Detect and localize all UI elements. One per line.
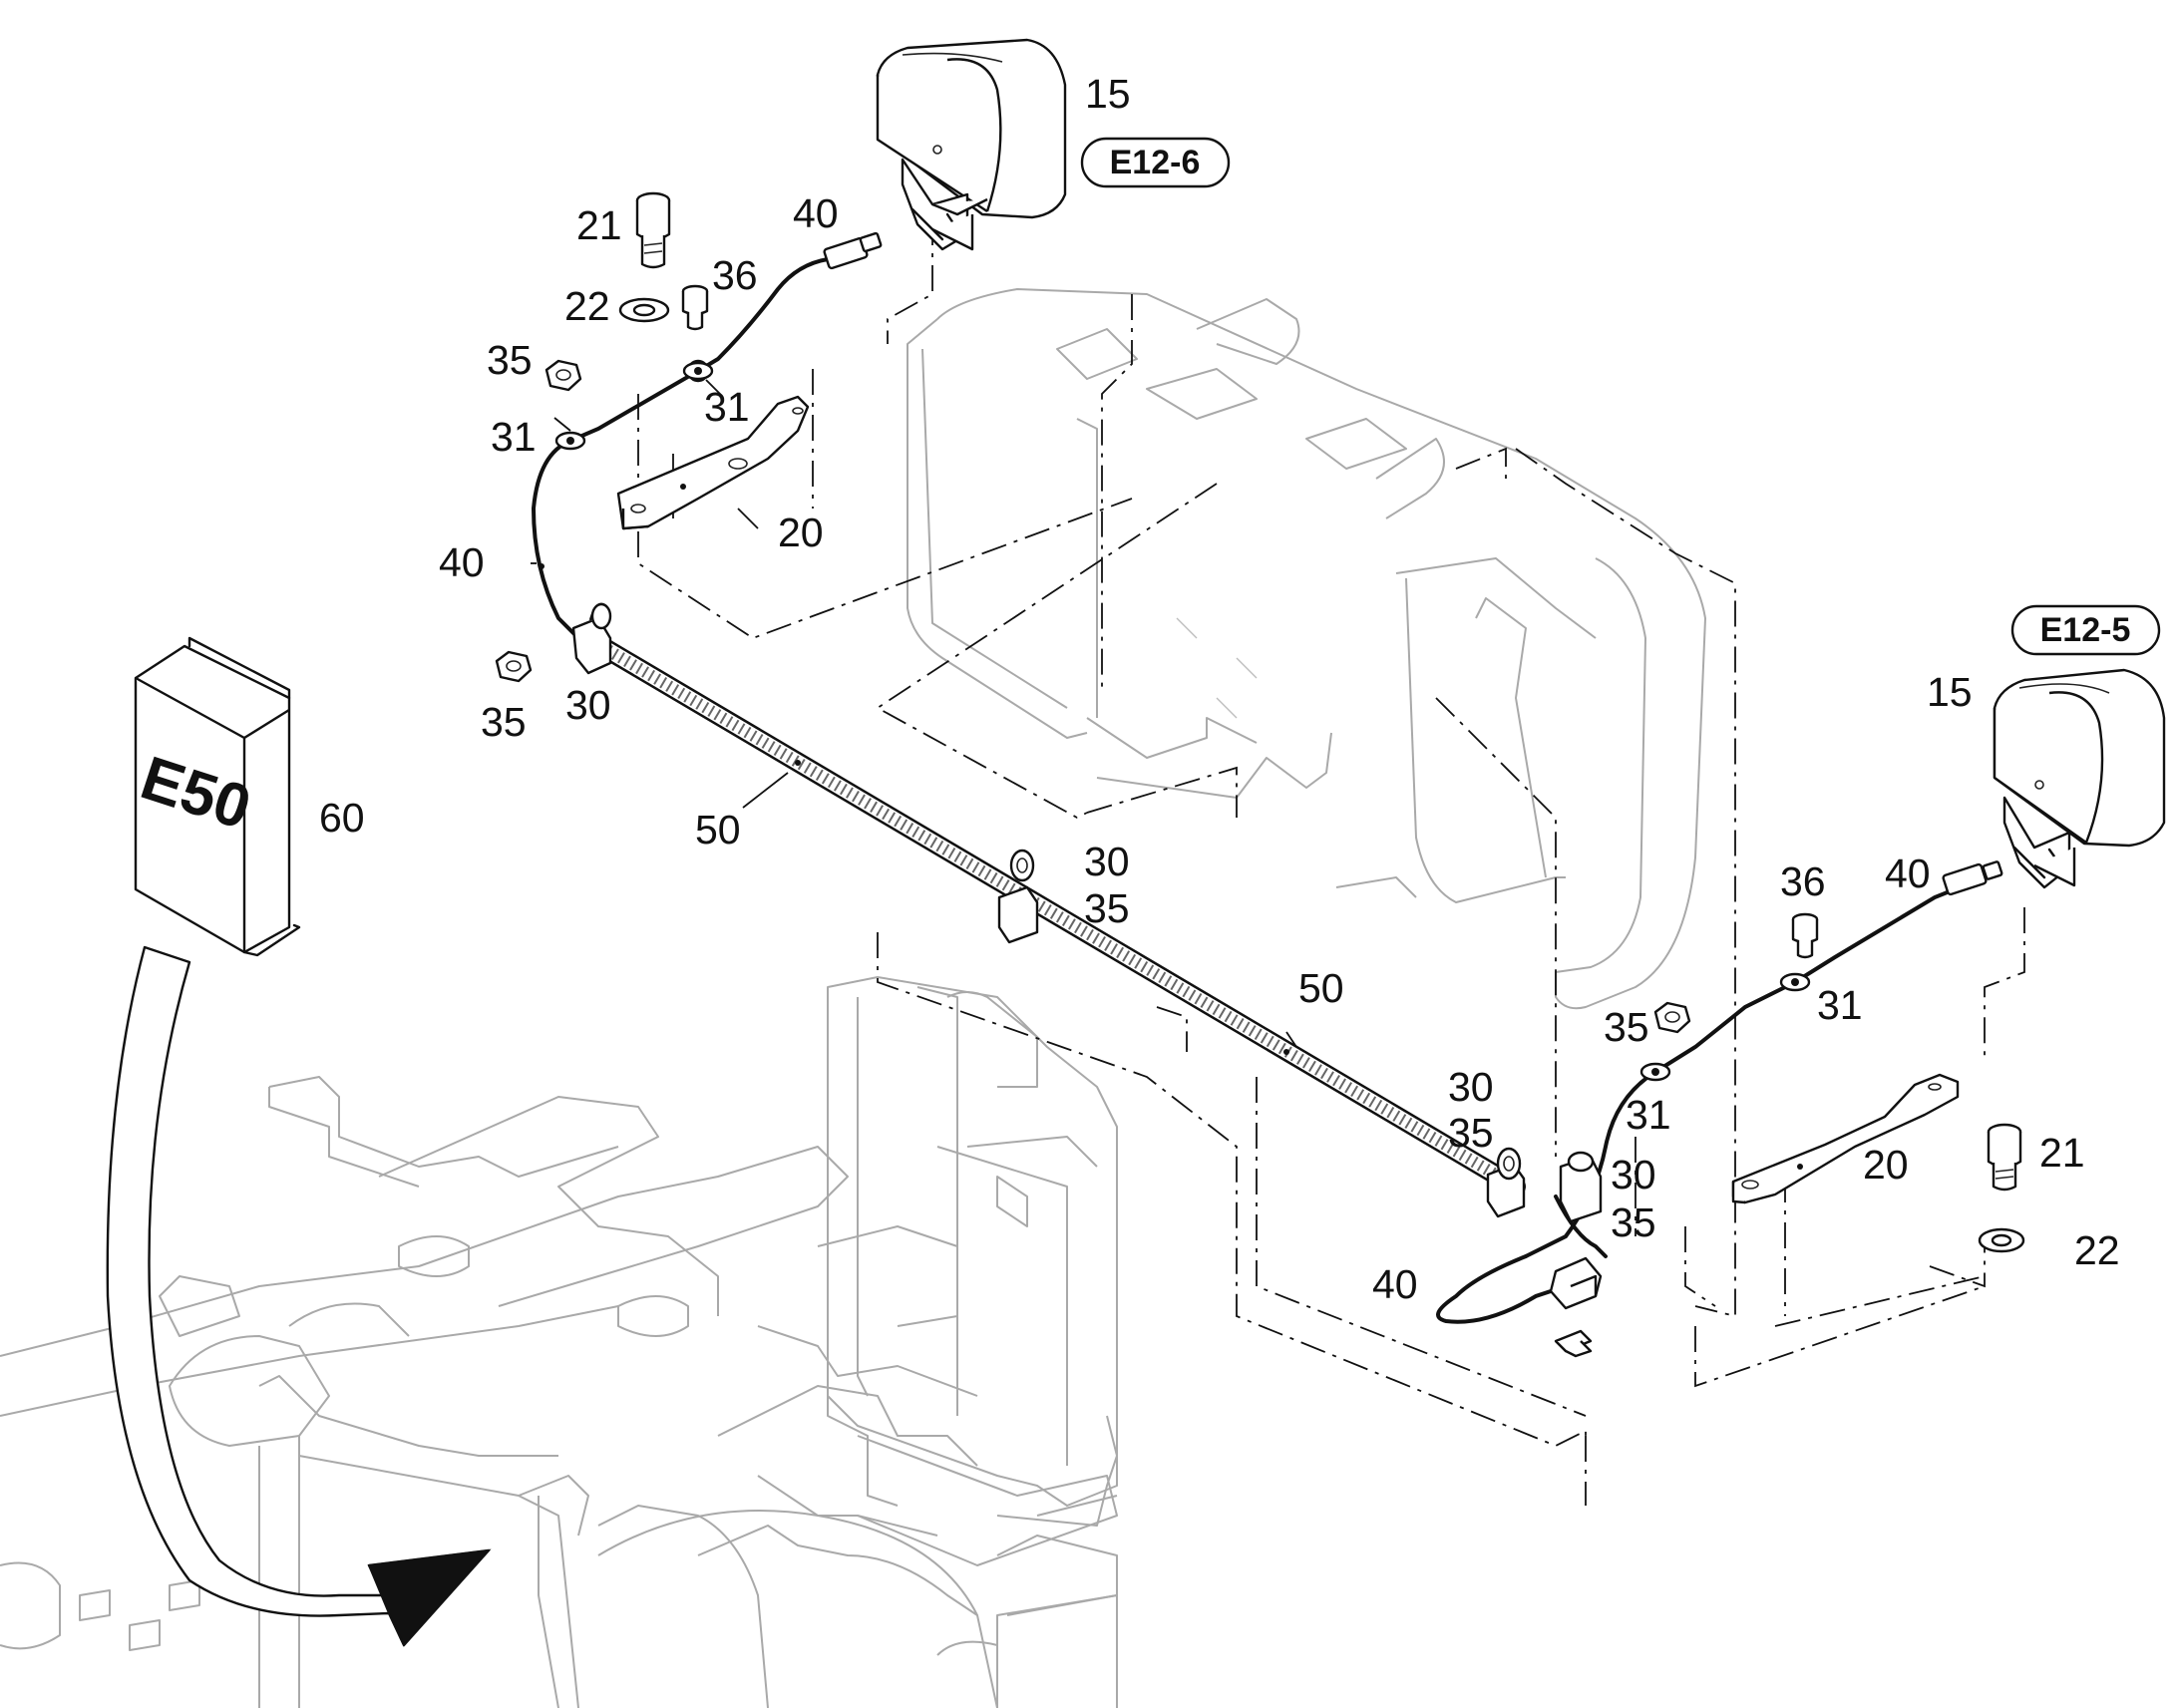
- callout-30-right-b: 30: [1611, 1152, 1656, 1197]
- callout-30-left: 30: [565, 682, 611, 728]
- work-lamp-lower: [1993, 668, 2166, 889]
- callout-40-upper: 40: [793, 190, 839, 236]
- callout-20-upper: 20: [778, 510, 824, 555]
- nut-upper-a: [545, 359, 582, 392]
- callout-35-upper: 35: [487, 337, 533, 383]
- ref-lower-text: E12-5: [2040, 611, 2131, 649]
- callout-35-left: 35: [481, 699, 527, 745]
- upper-frame-outline: [0, 1076, 1118, 1708]
- callout-30-mid: 30: [1084, 839, 1130, 884]
- nut-left: [495, 650, 533, 683]
- callout-35-mid: 35: [1084, 885, 1130, 931]
- protective-tube: [586, 633, 1526, 1196]
- assembly-lines: [637, 219, 2025, 1506]
- callout-15-lower: 15: [1927, 669, 1973, 715]
- callout-35-lower: 35: [1604, 1004, 1649, 1050]
- callout-60: 60: [319, 795, 365, 841]
- ref-badge-lower: E12-5: [2010, 604, 2161, 656]
- screw-lower: [1791, 912, 1819, 959]
- washer-lower: [1978, 1227, 2025, 1253]
- callout-30-right-a: 30: [1448, 1064, 1494, 1110]
- callout-50-lower: 50: [1298, 965, 1344, 1011]
- callout-31-upper-a: 31: [491, 414, 537, 460]
- callout-36-lower: 36: [1780, 858, 1826, 904]
- ref-upper-text: E12-6: [1110, 144, 1201, 181]
- install-arrow: [106, 945, 492, 1647]
- clamp-mid: [997, 849, 1039, 944]
- bracket-upper: [616, 395, 810, 530]
- counterweight-outline: [907, 288, 1706, 1010]
- clamp-right-b: [1559, 1151, 1603, 1223]
- nut-lower: [1653, 1001, 1691, 1034]
- bolt-upper: [635, 191, 671, 269]
- callout-21-upper: 21: [576, 202, 622, 248]
- callout-22-lower: 22: [2074, 1227, 2120, 1273]
- callout-20-lower: 20: [1863, 1142, 1909, 1188]
- callout-31-lower-b: 31: [1626, 1092, 1671, 1138]
- bolt-lower: [1987, 1123, 2022, 1192]
- side-panel-outline: [827, 976, 1118, 1507]
- clamp-left: [571, 602, 612, 675]
- screw-upper: [681, 284, 709, 331]
- work-lamp-upper: [876, 38, 1067, 251]
- callout-21-lower: 21: [2039, 1130, 2085, 1176]
- cable-upper: [531, 231, 883, 640]
- callouts: 15 40 21 22 36 35 31 31 20 40 35 30 50 3…: [319, 71, 2120, 1307]
- ref-badge-upper: E12-6: [1080, 137, 1231, 188]
- callout-50-upper: 50: [695, 807, 741, 853]
- callout-40-upper-b: 40: [439, 539, 485, 585]
- callout-35-right-b: 35: [1611, 1199, 1656, 1245]
- callout-36-upper: 36: [712, 252, 758, 298]
- washer-upper: [618, 297, 670, 323]
- callout-35-right-a: 35: [1448, 1110, 1494, 1156]
- callout-31-lower-a: 31: [1817, 982, 1863, 1028]
- callout-15-upper: 15: [1085, 71, 1131, 117]
- clamp-right-a: [1486, 1147, 1526, 1218]
- callout-22-upper: 22: [564, 283, 610, 329]
- leader-lines: [531, 379, 1297, 1048]
- control-box-e50: E50: [133, 636, 301, 957]
- callout-40-lower: 40: [1372, 1261, 1418, 1307]
- callout-31-upper-b: 31: [704, 384, 750, 430]
- callout-40-lower-b: 40: [1885, 851, 1931, 896]
- connector-plug: [1554, 1329, 1593, 1358]
- bracket-lower: [1731, 1073, 1960, 1204]
